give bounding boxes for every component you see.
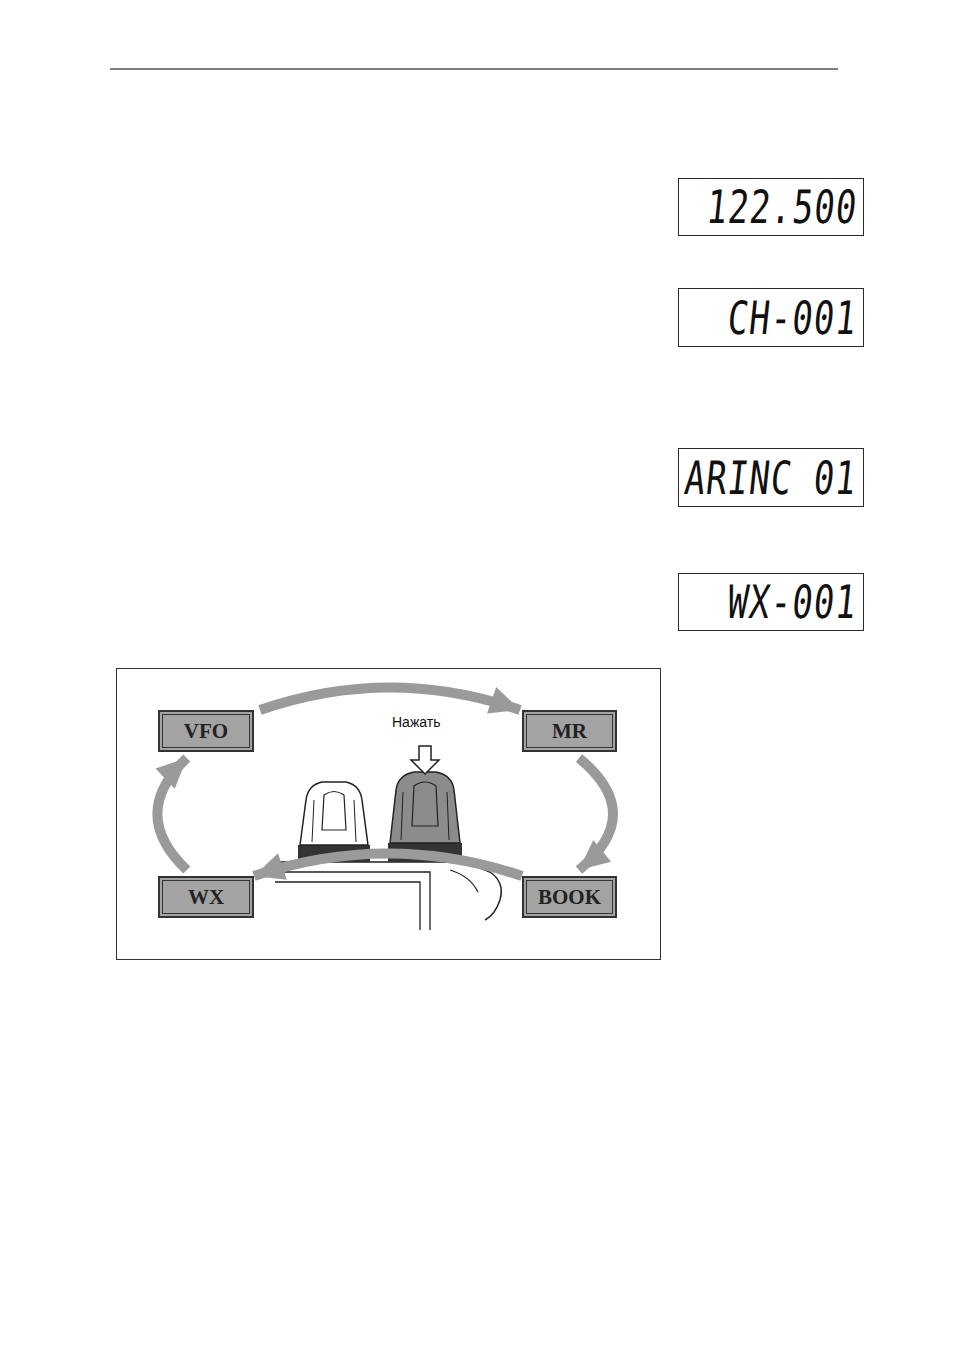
display-readout: 122.500 <box>704 180 860 234</box>
cycle-arrow <box>254 853 522 880</box>
lcd-display: WX-001 <box>678 573 864 631</box>
display-readout: WX-001 <box>725 575 859 629</box>
arrow-head <box>155 758 186 789</box>
button-label: BOOK <box>538 885 601 910</box>
button-label: MR <box>552 719 587 744</box>
arrow-shaft <box>260 688 520 711</box>
arrow-head <box>579 840 611 870</box>
button-label: WX <box>188 885 224 910</box>
lcd-display: CH-001 <box>678 288 864 347</box>
mode-button: BOOK <box>522 876 617 918</box>
mode-button: VFO <box>158 710 254 752</box>
cycle-arrow <box>155 758 186 870</box>
lcd-display: ARINC 01 <box>678 448 864 507</box>
arrow-shaft <box>254 854 522 877</box>
button-label: VFO <box>184 719 228 744</box>
display-readout: CH-001 <box>725 291 859 345</box>
lcd-display: 122.500 <box>678 178 864 236</box>
display-readout: ARINC 01 <box>682 451 859 505</box>
arrow-head <box>487 687 520 713</box>
press-arrow <box>411 746 439 774</box>
arrow-head <box>254 853 287 880</box>
arrow-shaft <box>579 758 613 870</box>
diagram-frame <box>117 669 661 960</box>
cycle-arrow <box>260 687 520 713</box>
press-label: Нажать <box>392 714 440 730</box>
mode-button: MR <box>522 710 617 752</box>
mode-button: WX <box>158 876 254 918</box>
header-rule <box>110 69 838 70</box>
cycle-arrow <box>579 758 613 870</box>
